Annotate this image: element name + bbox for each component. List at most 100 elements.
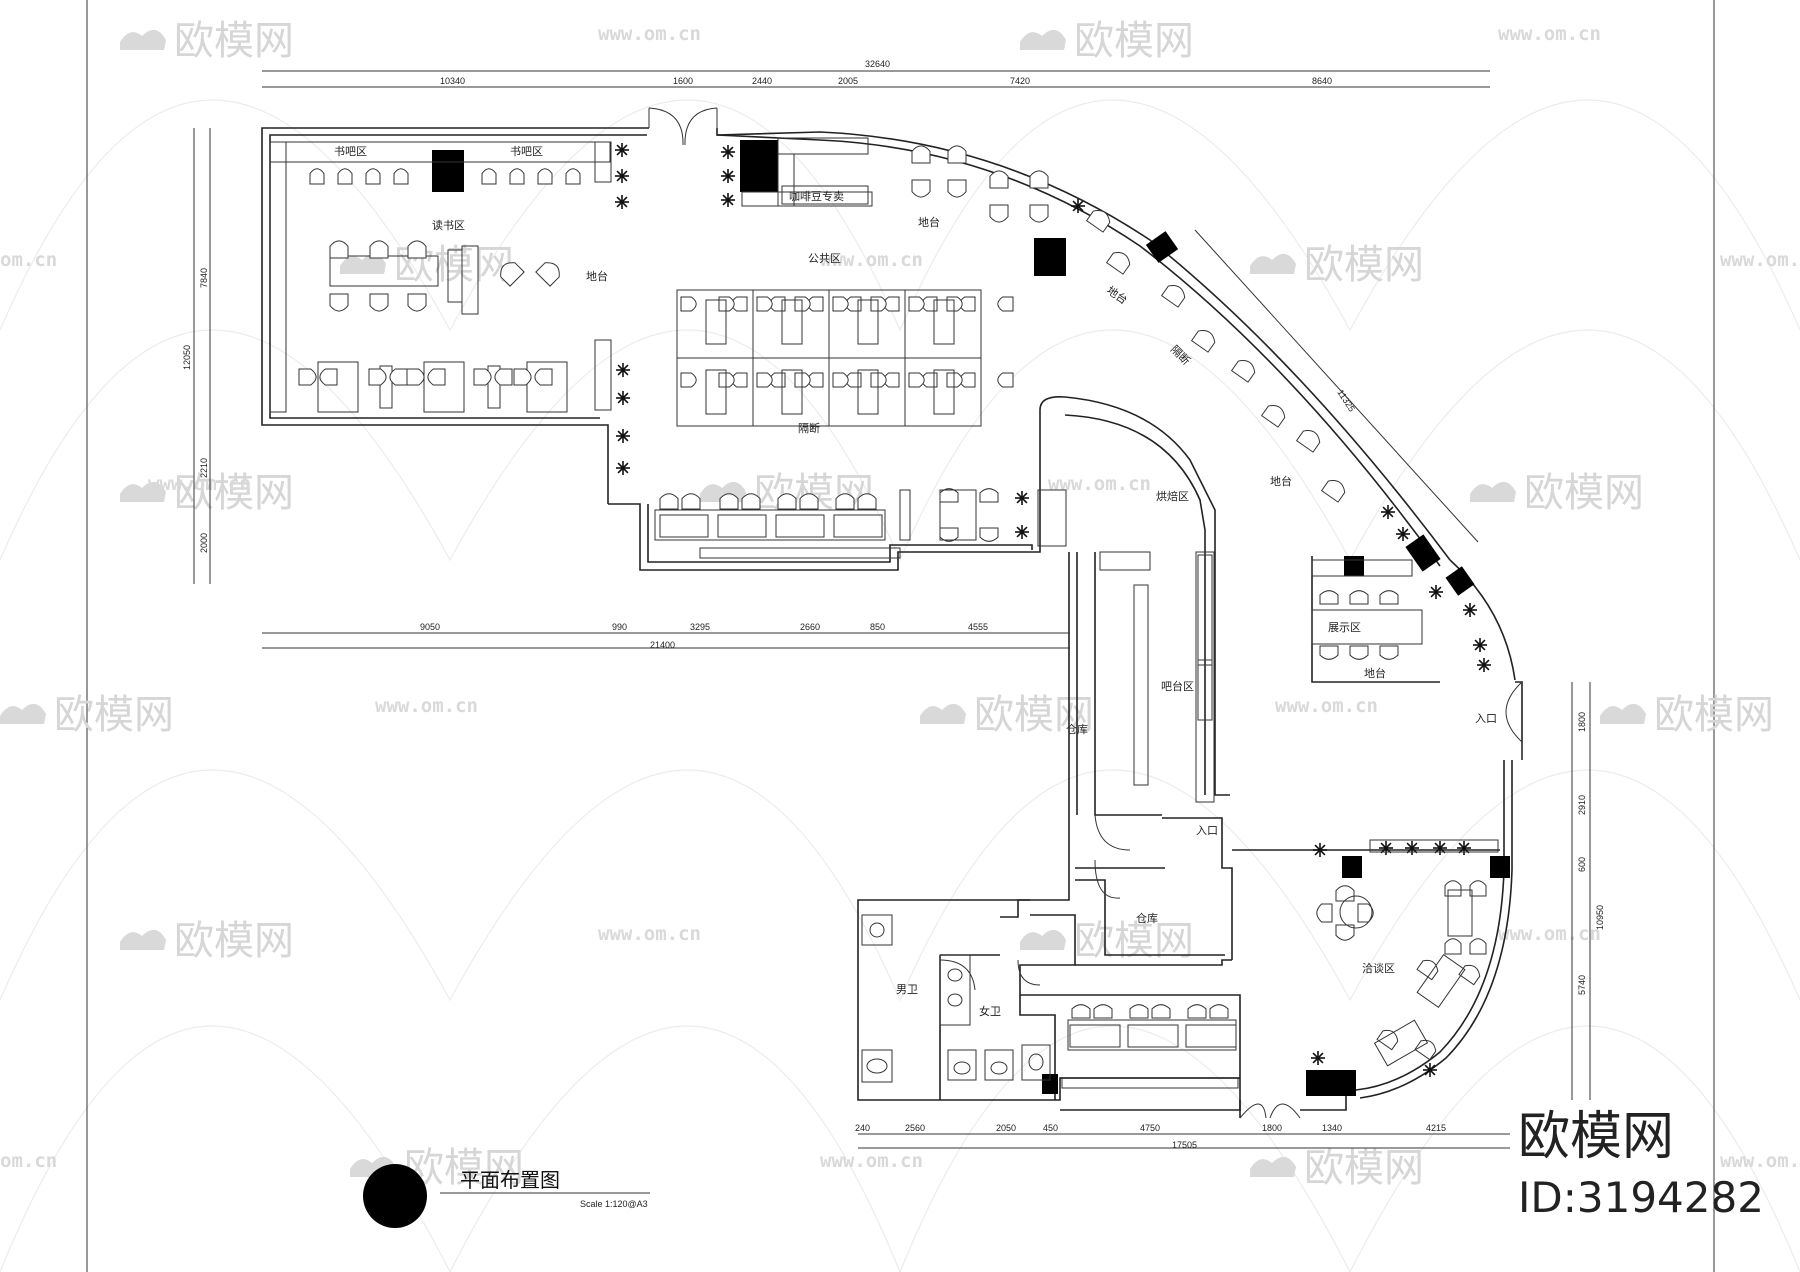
plant-icon [615,143,629,157]
plant-icon [1379,841,1393,855]
columns [432,140,1510,1096]
label-women-wc: 女卫 [979,1004,1001,1018]
chair [329,293,349,312]
chair [832,372,849,388]
chair [1379,645,1399,660]
chair [1260,405,1286,428]
plant-icon [616,429,630,443]
plant-icon [615,169,629,183]
watermark-url: www.om.cn [1720,249,1800,271]
reading-area-furniture [269,141,612,413]
chair [1319,645,1339,660]
watermark-brand: 欧模网 [174,918,294,964]
chair [509,168,525,185]
plant-icon [721,169,735,183]
chair [756,296,773,312]
chair [799,493,819,510]
dim-top-2: 2440 [752,76,772,86]
label-reading: 读书区 [432,218,465,232]
chair [329,240,349,259]
public-area-grid [676,289,982,427]
chair [1320,480,1346,503]
dim-right-2: 600 [1577,857,1587,872]
dim-left-total: 12050 [182,345,192,370]
chair [1230,360,1256,383]
watermark-url: www.om.cn [598,23,701,45]
watermark-url: www.om.cn [1275,695,1378,717]
chair [407,240,427,259]
chair [393,168,409,185]
dim-top-3: 2005 [838,76,858,86]
drawing-title: 平面布置图 [460,1168,560,1192]
watermark-logo: 欧模网 [120,18,294,64]
chair [534,368,553,386]
plant-icon [1396,527,1410,541]
watermark-brand: 欧模网 [1654,692,1774,738]
chair [1085,210,1111,233]
watermark-brand: 欧模网 [1074,918,1194,964]
chair [1093,1004,1113,1019]
watermark-url: www.om.cn [820,249,923,271]
doors [648,107,1523,991]
chair [1349,645,1369,660]
watermarks: 欧模网欧模网欧模网欧模网欧模网欧模网欧模网欧模网欧模网欧模网欧模网欧模网欧模网欧… [0,18,1800,1191]
watermark-logo: 欧模网 [1020,18,1194,64]
chair [1151,1004,1171,1019]
watermark-url-short: om.cn [0,1150,57,1172]
chair [1129,1004,1149,1019]
chair [406,368,425,386]
chair [870,372,887,388]
dim-mid-4: 850 [870,622,885,632]
chair [946,372,963,388]
plant-icon [1015,491,1029,505]
dim-bottom-2: 2050 [996,1123,1016,1133]
chair [756,372,773,388]
display-furniture [1311,559,1423,645]
label-entrance-2: 入口 [1196,825,1218,837]
chair [1469,938,1487,955]
chair [681,493,701,510]
chair [835,493,855,510]
chair [1379,590,1399,605]
watermark-url: www.om.cn [375,695,478,717]
chair [997,296,1014,312]
chair [832,296,849,312]
watermark-logo: 欧模网 [1250,242,1424,288]
dim-right-0: 1800 [1577,712,1587,732]
watermark-url: www.om.cn [598,923,701,945]
dim-mid-1: 990 [612,622,627,632]
plant-icon [1429,585,1443,599]
plant-icon [1457,841,1471,855]
dim-bottom-0: 240 [855,1123,870,1133]
dim-top-5: 8640 [1312,76,1332,86]
chair [1209,1004,1229,1019]
label-stage-1: 地台 [586,269,608,283]
chair [535,262,560,287]
chair [741,493,761,510]
chair [1416,959,1439,981]
watermark-url: www.om.cn [1048,473,1151,495]
chair [494,368,513,386]
watermark-brand: 欧模网 [974,692,1094,738]
dim-bottom-7: 4215 [1426,1123,1446,1133]
chair [1444,880,1462,897]
lower-counters [654,489,1215,803]
watermark-logo: 欧模网 [920,692,1094,738]
dimension-lines [193,70,1591,1149]
chair [939,488,959,503]
chair [997,372,1014,388]
plant-icon [1477,658,1491,672]
chair [369,240,389,259]
chair [1071,1004,1091,1019]
chair [365,168,381,185]
watermark-brand: 欧模网 [174,18,294,64]
watermark-brand: 欧模网 [1304,242,1424,288]
bottom-counters [1061,1019,1239,1089]
drawing-scale: Scale 1:120@A3 [580,1199,648,1209]
chair [1160,285,1186,308]
plant-icon [1473,638,1487,652]
chair [1029,204,1049,223]
watermark-brand: 欧模网 [1304,1145,1424,1191]
plant-icon [616,391,630,405]
title-block: 平面布置图 Scale 1:120@A3 [363,1164,650,1228]
